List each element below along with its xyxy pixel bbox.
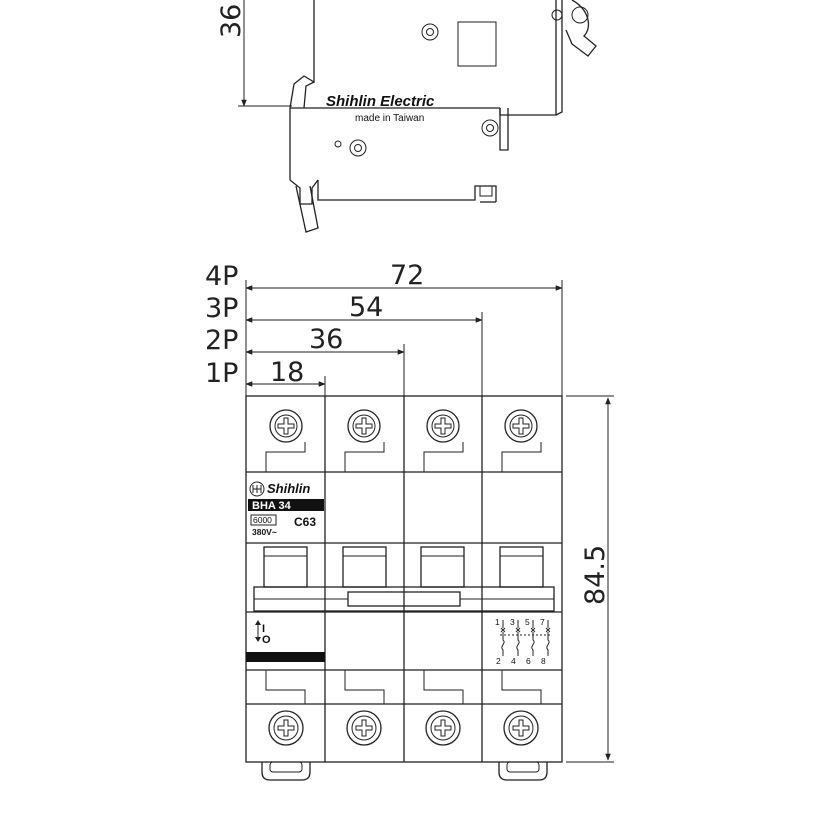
din-clip-left — [261, 762, 311, 781]
dim-label-4p: 4P — [205, 261, 238, 292]
on-off-symbol: I O — [246, 620, 325, 662]
side-hole-1 — [421, 23, 439, 41]
side-height-dim-value: 36 — [216, 4, 247, 38]
handle-2 — [342, 546, 387, 588]
switch-contact-4 — [545, 620, 551, 656]
terminal-bottom-6: 6 — [526, 656, 531, 666]
side-hole-1-inner — [426, 28, 434, 36]
screw-bottom-2 — [346, 710, 382, 746]
dim-label-1p: 1P — [205, 358, 238, 389]
on-off-arrowheads — [255, 620, 261, 642]
terminal-bottom-4: 4 — [511, 656, 516, 666]
side-mechanism — [565, 0, 597, 57]
top-step-2 — [344, 442, 385, 472]
bottom-step-2 — [344, 670, 385, 704]
side-pivot — [571, 6, 589, 24]
terminal-top-5: 5 — [525, 617, 530, 627]
side-upper-right — [499, 0, 557, 116]
screw-top-4 — [504, 409, 538, 443]
top-step-4 — [501, 442, 542, 472]
handle-4 — [499, 546, 544, 588]
dim-label-2p: 2P — [205, 325, 238, 356]
side-hole-2 — [481, 119, 499, 137]
screw-top-3 — [426, 409, 460, 443]
on-symbol: I — [262, 623, 265, 635]
side-clip — [289, 179, 319, 205]
side-hole-3-inner — [354, 144, 362, 152]
side-rivet — [551, 9, 563, 21]
din-clip-right — [498, 762, 548, 781]
brand-logo-mark — [252, 485, 262, 493]
terminal-top-1: 1 — [495, 617, 500, 627]
screw-top-1 — [269, 409, 303, 443]
switch-contact-3 — [530, 620, 536, 656]
screw-top-2 — [347, 409, 381, 443]
side-body-left — [289, 0, 315, 180]
side-window — [457, 21, 497, 67]
side-lever-tip — [303, 81, 315, 109]
front-view: 4P 3P 2P 1P 72 54 36 18 84.5 — [205, 260, 614, 781]
rating-label: Shihlin BHA 34 6000 C63 380V~ — [248, 481, 324, 537]
side-view: 36 Shihlin Electric made in Taiwan — [216, 0, 597, 233]
side-hole-2-inner — [486, 124, 494, 132]
side-hole-4 — [334, 140, 342, 148]
din-clip-left-slot — [269, 761, 303, 773]
capacity-box — [250, 514, 277, 526]
handle-1 — [263, 546, 308, 588]
side-origin-label: made in Taiwan — [355, 113, 424, 124]
side-notch — [479, 185, 493, 197]
dim-value-72: 72 — [390, 260, 424, 291]
side-right-step — [499, 108, 509, 151]
model-label: BHA 34 — [252, 500, 292, 512]
screw-bottom-3 — [425, 710, 461, 746]
rating-value: C63 — [294, 515, 316, 529]
switch-contact-1 — [500, 620, 506, 656]
terminal-top-7: 7 — [540, 617, 545, 627]
screw-bottom-1 — [268, 710, 304, 746]
screw-bottom-4 — [503, 710, 539, 746]
bottom-step-1 — [265, 670, 306, 704]
handle-3 — [420, 546, 465, 588]
voltage-label: 380V~ — [252, 527, 277, 537]
off-symbol: O — [262, 634, 271, 646]
screws-top — [269, 409, 538, 443]
dim-value-84-5: 84.5 — [580, 545, 611, 605]
terminal-bottom-8: 8 — [541, 656, 546, 666]
top-step-3 — [423, 442, 464, 472]
dim-label-3p: 3P — [205, 293, 238, 324]
terminal-top-3: 3 — [510, 617, 515, 627]
switch-contact-2 — [515, 620, 521, 656]
din-clip-right-slot — [506, 761, 540, 773]
bottom-step-4 — [501, 670, 542, 704]
terminal-bottom-2: 2 — [496, 656, 501, 666]
side-upper-right-inner — [555, 0, 563, 116]
screws-bottom — [268, 710, 539, 746]
bottom-step-3 — [423, 670, 464, 704]
front-brand-label: Shihlin — [267, 481, 310, 496]
model-bar — [248, 499, 324, 511]
side-hole-3 — [349, 139, 367, 157]
top-step-1 — [265, 442, 306, 472]
side-bottom-edge — [317, 180, 497, 202]
wiring-schematic: 1 3 5 7 2 4 6 8 — [495, 617, 552, 666]
dim-value-18: 18 — [270, 357, 304, 388]
side-brand-label: Shihlin Electric — [326, 93, 435, 110]
dim-value-36: 36 — [309, 324, 343, 355]
toggle-handles — [253, 546, 555, 612]
dim-value-54: 54 — [349, 292, 383, 323]
side-latch — [295, 185, 319, 233]
brand-logo-icon — [249, 481, 265, 497]
status-bar — [246, 652, 325, 662]
capacity-label: 6000 — [253, 515, 272, 525]
